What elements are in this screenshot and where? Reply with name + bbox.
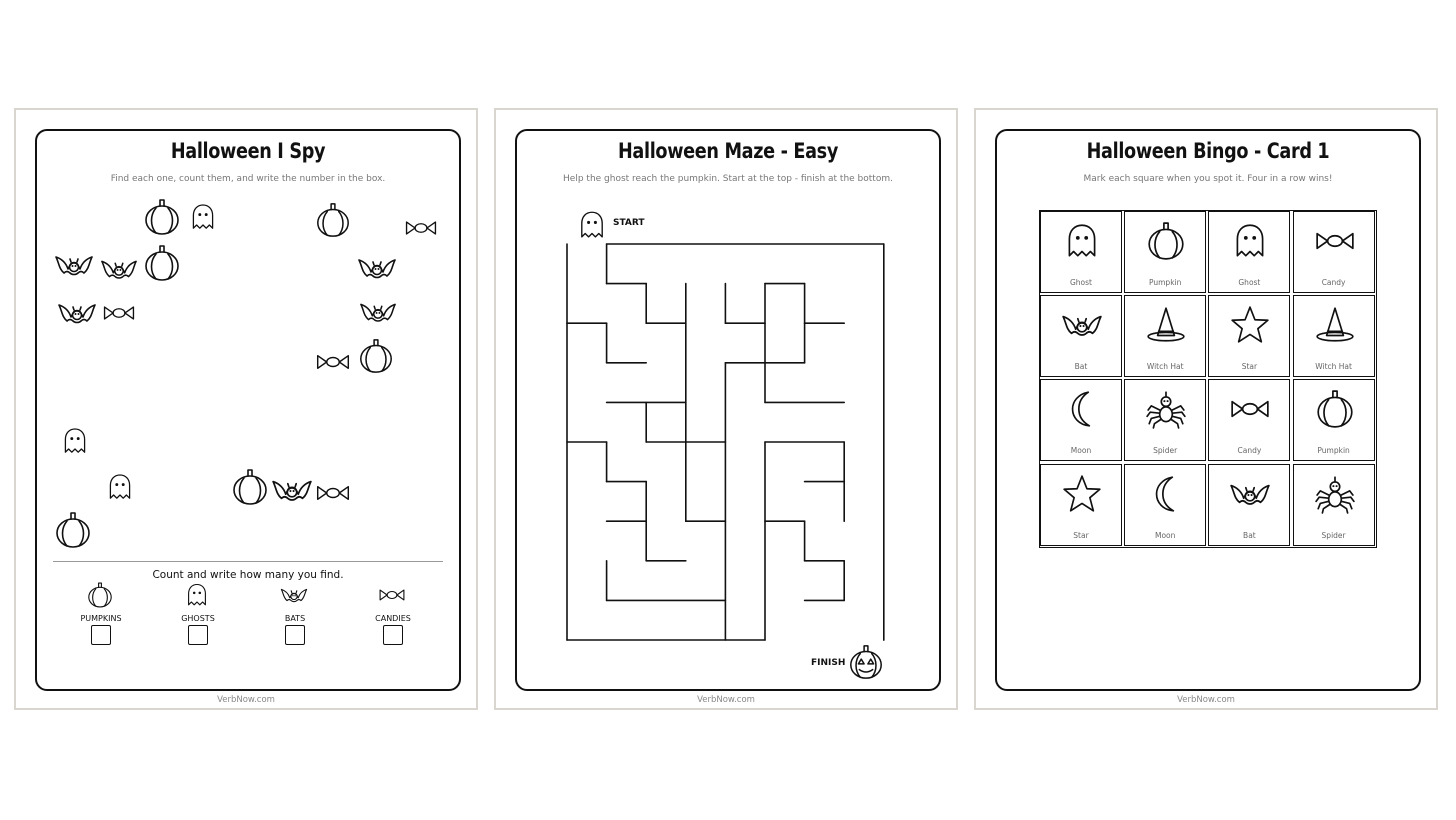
maze-worksheet: Halloween Maze - Easy Help the ghost rea… [494, 108, 958, 710]
bingo-square-label: Ghost [1069, 278, 1092, 287]
bingo-square[interactable]: Ghost [1208, 211, 1291, 293]
bingo-square-label: Spider [1153, 446, 1178, 456]
bingo-square-label: Pumpkin [1317, 446, 1350, 456]
bingo-square[interactable]: Pumpkin [1124, 211, 1207, 293]
candy-icon [315, 475, 351, 515]
bingo-square-label: Star [1073, 530, 1089, 540]
pumpkin-icon [86, 581, 114, 613]
count-answer-box-bats[interactable] [285, 625, 305, 645]
bingo-square[interactable]: Bat [1208, 463, 1291, 546]
pumpkin-icon [53, 510, 93, 554]
bingo-square-label: Spider [1321, 530, 1346, 540]
maze-grid [566, 243, 885, 641]
bat-icon [54, 245, 94, 289]
maze-start-label: START [613, 218, 645, 228]
bingo-square[interactable]: Star [1040, 463, 1122, 546]
bingo-square-label: Witch Hat [1315, 362, 1352, 372]
bingo-square[interactable]: Candy [1208, 379, 1291, 462]
maze-footer: VerbNow.com [697, 695, 755, 705]
ghost-icon [104, 471, 136, 507]
bat-icon [271, 469, 313, 515]
bat-icon [359, 293, 397, 335]
ispy-footer: VerbNow.com [217, 695, 275, 705]
bingo-square[interactable]: Moon [1124, 463, 1207, 546]
ispy-subtitle: Find each one, count them, and write the… [110, 174, 386, 184]
bingo-square-label: Bat [1074, 362, 1088, 372]
bat-icon [280, 581, 308, 613]
count-label-ghosts: GHOSTS [181, 614, 215, 623]
count-title: Count and write how many you find. [152, 569, 344, 581]
count-answer-box-pumpkins[interactable] [91, 625, 111, 645]
bingo-square-label: Candy [1321, 278, 1346, 287]
ghost-icon [575, 208, 609, 246]
maze-subtitle: Help the ghost reach the pumpkin. Start … [563, 174, 893, 184]
candy-icon [102, 296, 136, 334]
ghost-icon [187, 201, 219, 237]
pumpkin-icon [142, 243, 182, 287]
bingo-square[interactable]: Star [1208, 295, 1291, 378]
ispy-divider [53, 561, 443, 562]
bingo-square-label: Pumpkin [1148, 278, 1182, 287]
bingo-square[interactable]: Ghost [1040, 211, 1122, 293]
bingo-square-label: Ghost [1238, 278, 1261, 287]
ispy-worksheet: Halloween I Spy Find each one, count the… [14, 108, 478, 710]
candy-icon [315, 344, 351, 384]
bat-icon [57, 293, 97, 337]
bingo-square[interactable]: Candy [1292, 211, 1375, 293]
bingo-title: Halloween Bingo - Card 1 [1086, 139, 1330, 163]
pumpkin-icon [142, 197, 182, 241]
pumpkin-icon [357, 337, 395, 379]
jack-o-lantern-icon [847, 643, 885, 685]
ghost-icon [183, 581, 211, 613]
bingo-square-label: Witch Hat [1146, 362, 1184, 372]
bingo-subtitle: Mark each square when you spot it. Four … [1083, 174, 1333, 184]
pumpkin-icon [314, 201, 352, 243]
maze-title: Halloween Maze - Easy [617, 139, 839, 163]
bingo-square[interactable]: Moon [1040, 379, 1122, 462]
bingo-square-label: Star [1241, 362, 1258, 372]
count-answer-box-ghosts[interactable] [188, 625, 208, 645]
maze-frame: Halloween Maze - Easy Help the ghost rea… [515, 129, 941, 691]
maze-finish-label: FINISH [811, 658, 846, 668]
bingo-square[interactable]: Pumpkin [1292, 379, 1375, 462]
bat-icon [100, 250, 138, 292]
bingo-worksheet: Halloween Bingo - Card 1 Mark each squar… [974, 108, 1438, 710]
bingo-square-label: Moon [1070, 446, 1092, 456]
bingo-square[interactable]: Spider [1292, 463, 1375, 546]
bingo-footer: VerbNow.com [1177, 695, 1235, 705]
bingo-square-label: Candy [1237, 446, 1262, 456]
bingo-square[interactable]: Witch Hat [1124, 295, 1207, 378]
count-answer-box-candies[interactable] [383, 625, 403, 645]
candy-icon [378, 581, 406, 613]
bingo-square-label: Moon [1154, 530, 1176, 540]
bingo-square[interactable]: Spider [1124, 379, 1207, 462]
ispy-frame: Halloween I Spy Find each one, count the… [35, 129, 461, 691]
ghost-icon [59, 425, 91, 461]
bingo-square[interactable]: Witch Hat [1292, 295, 1375, 378]
bingo-frame: Halloween Bingo - Card 1 Mark each squar… [995, 129, 1421, 691]
ispy-title: Halloween I Spy [170, 139, 326, 163]
pumpkin-icon [230, 467, 270, 511]
count-label-candies: CANDIES [375, 614, 411, 623]
bingo-square-label: Bat [1243, 530, 1256, 540]
bat-icon [357, 248, 397, 292]
bingo-square[interactable]: Bat [1040, 295, 1122, 378]
count-label-pumpkins: PUMPKINS [80, 614, 122, 623]
count-label-bats: BATS [284, 614, 306, 623]
candy-icon [404, 211, 438, 249]
